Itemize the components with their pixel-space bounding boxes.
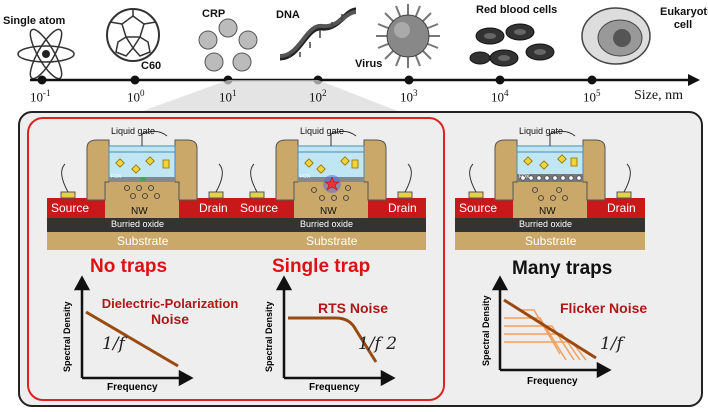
tick-label: 104 bbox=[491, 88, 509, 105]
device-single-trap: Liquid gate Source Drain NW FOX Burried … bbox=[236, 122, 426, 250]
axis-label-size: Size, nm bbox=[634, 88, 683, 103]
eukaryotic-cell-icon bbox=[581, 7, 651, 65]
fox-label: FOX bbox=[111, 174, 122, 180]
x-axis-label: Frequency bbox=[107, 382, 158, 393]
nw-label: NW bbox=[320, 206, 337, 217]
scale-label-red-blood-cells: Red blood cells bbox=[476, 4, 558, 16]
heading-many-traps: Many traps bbox=[512, 258, 613, 279]
scale-label-dna: DNA bbox=[276, 9, 300, 21]
drain-label: Drain bbox=[388, 201, 417, 215]
oxide-label: Burried oxide bbox=[111, 219, 165, 229]
y-axis-label: Spectral Density bbox=[264, 301, 274, 372]
scale-label-c60: C60 bbox=[141, 60, 162, 72]
tick-label: 103 bbox=[400, 88, 418, 105]
device-cross-section bbox=[455, 130, 645, 250]
scale-label-crp: CRP bbox=[202, 8, 226, 20]
device-many-traps: Liquid gate Source Drain NW FOX Burried … bbox=[455, 122, 645, 250]
substrate-label: Substrate bbox=[525, 234, 577, 248]
oxide-label: Burried oxide bbox=[519, 219, 573, 229]
tick-label: 10-1 bbox=[30, 88, 51, 105]
atom-icon bbox=[17, 28, 75, 80]
scale-label-single-atom: Single atom bbox=[3, 15, 66, 27]
tick-label: 105 bbox=[583, 88, 601, 105]
fox-label: FOX bbox=[300, 174, 311, 180]
y-axis-label: Spectral Density bbox=[62, 301, 72, 372]
heading-single-trap: Single trap bbox=[272, 256, 371, 277]
heading-no-traps: No traps bbox=[90, 256, 168, 277]
x-axis-label: Frequency bbox=[309, 382, 360, 393]
device-cross-section bbox=[47, 130, 237, 250]
dna-icon bbox=[279, 7, 357, 61]
slope-label: 1/f 2 bbox=[358, 334, 398, 354]
source-label: Source bbox=[51, 201, 90, 215]
tick-label: 100 bbox=[127, 88, 145, 105]
few-trap-highlight bbox=[27, 117, 445, 401]
virus-icon bbox=[376, 4, 440, 68]
liquid-gate-label: Liquid gate bbox=[519, 126, 564, 136]
x-axis-label: Frequency bbox=[527, 376, 578, 387]
drain-label: Drain bbox=[199, 201, 228, 215]
scale-axis bbox=[30, 74, 700, 112]
noise-label-flicker: Flicker Noise bbox=[560, 300, 648, 316]
y-axis-label: Spectral Density bbox=[481, 295, 491, 366]
tick-label: 102 bbox=[309, 88, 327, 105]
liquid-gate-label: Liquid gate bbox=[300, 126, 345, 136]
scale-label-virus: Virus bbox=[355, 58, 383, 70]
red-blood-cells-icon bbox=[469, 23, 555, 67]
source-label: Source bbox=[459, 201, 498, 215]
noise-label-dielectric: Dielectric-Polarization Noise bbox=[101, 296, 239, 327]
substrate-label: Substrate bbox=[117, 234, 169, 248]
substrate-label: Substrate bbox=[306, 234, 358, 248]
device-cross-section bbox=[236, 130, 426, 250]
slope-label: 1/f bbox=[600, 334, 623, 354]
device-no-traps: Liquid gate Source Drain NW FOX Burried … bbox=[47, 122, 237, 250]
slope-label: 1/f bbox=[102, 334, 125, 354]
nw-label: NW bbox=[131, 206, 148, 217]
fox-label: FOX bbox=[519, 174, 530, 180]
tick-label: 101 bbox=[219, 88, 237, 105]
nw-label: NW bbox=[539, 206, 556, 217]
drain-label: Drain bbox=[607, 201, 636, 215]
liquid-gate-label: Liquid gate bbox=[111, 126, 156, 136]
source-label: Source bbox=[240, 201, 279, 215]
oxide-label: Burried oxide bbox=[300, 219, 354, 229]
crp-protein-icon bbox=[198, 18, 258, 72]
fullerene-icon bbox=[106, 8, 160, 62]
scale-label-eukaryotic-cell: Eukaryotic cell bbox=[660, 6, 708, 31]
noise-label-rts: RTS Noise bbox=[318, 300, 389, 316]
